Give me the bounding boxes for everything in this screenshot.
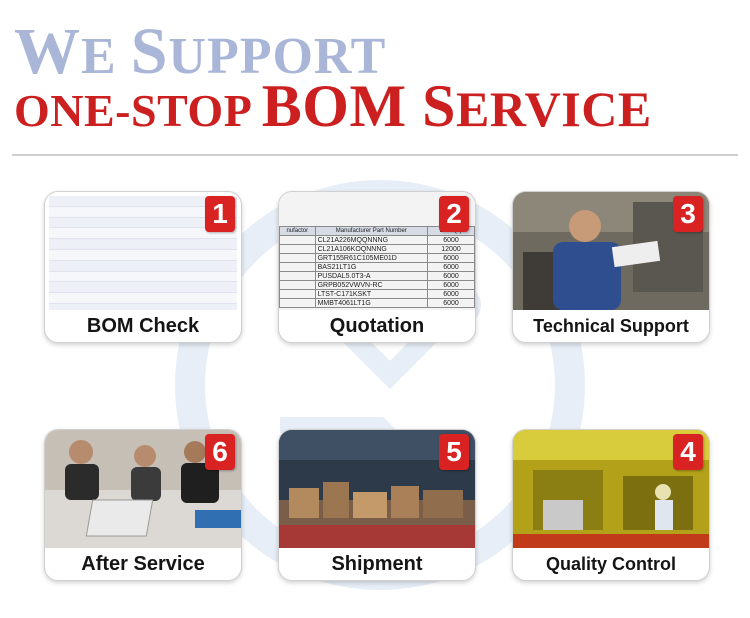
step-number-badge: 6 xyxy=(205,434,235,470)
quotation-header-part-number: Manufacturer Part Number xyxy=(314,226,429,236)
quotation-table-image: nufactor Manufacturer Part Number Bulk Q… xyxy=(279,192,475,310)
card-label: Quotation xyxy=(329,315,425,337)
card-quality-control[interactable]: 4 Quality Control xyxy=(512,429,710,581)
header-text-ervice: ERVICE xyxy=(455,81,652,137)
card-label: Shipment xyxy=(331,553,423,575)
part-number: CL21A106KOQNNNG xyxy=(314,244,429,254)
quantity: 6000 xyxy=(427,289,475,299)
header-divider xyxy=(12,154,738,156)
header-cap-service: S xyxy=(422,73,456,139)
quantity: 6000 xyxy=(427,262,475,272)
step-number-badge: 5 xyxy=(439,434,469,470)
step-number-badge: 2 xyxy=(439,196,469,232)
card-label: After Service xyxy=(81,553,205,575)
header-line-2: ONE-STOP BOM SERVICE xyxy=(14,72,734,139)
part-number: GRPB052VWVN-RC xyxy=(314,280,429,290)
card-technical-support[interactable]: 3 Technical Support xyxy=(512,191,710,343)
quantity: 12000 xyxy=(427,244,475,254)
card-after-service[interactable]: 6 After Service xyxy=(44,429,242,581)
card-label: Technical Support xyxy=(533,316,689,336)
card-bom-check[interactable]: 1 BOM Check xyxy=(44,191,242,343)
step-number-badge: 3 xyxy=(673,196,703,232)
header-text-bom: BOM xyxy=(261,73,423,139)
quantity: 6000 xyxy=(427,298,475,308)
quantity: 6000 xyxy=(427,280,475,290)
part-number: GRT155R61C105ME01D xyxy=(314,253,429,263)
card-shipment[interactable]: 5 Shipment xyxy=(278,429,476,581)
header-cap-w: W xyxy=(14,15,81,88)
step-number-badge: 1 xyxy=(205,196,235,232)
header-text-one-stop: ONE-STOP xyxy=(14,85,262,136)
warehouse-photo xyxy=(279,430,475,548)
office-workers-photo xyxy=(45,430,241,548)
part-number: CL21A226MQQNNNG xyxy=(314,235,429,245)
header-line-1: WE SUPPORT xyxy=(14,14,534,88)
header-cap-s: S xyxy=(130,15,169,88)
quantity: 6000 xyxy=(427,271,475,281)
quotation-header-manufacturer: nufactor xyxy=(279,226,316,236)
header-text-upport: UPPORT xyxy=(168,28,387,85)
part-number: MMBT4061LT1G xyxy=(314,298,429,308)
part-number: LTST-C171KSKT xyxy=(314,289,429,299)
step-number-badge: 4 xyxy=(673,434,703,470)
card-label: Quality Control xyxy=(546,554,676,574)
part-number: BAS21LT1G xyxy=(314,262,429,272)
header-text-e: E xyxy=(81,28,131,85)
quantity: 6000 xyxy=(427,253,475,263)
card-label: BOM Check xyxy=(86,315,200,337)
part-number: PUSDAL5.0T3-A xyxy=(314,271,429,281)
quantity: 6000 xyxy=(427,235,475,245)
quotation-table: nufactor Manufacturer Part Number Bulk Q… xyxy=(279,226,475,308)
card-quotation[interactable]: nufactor Manufacturer Part Number Bulk Q… xyxy=(278,191,476,343)
